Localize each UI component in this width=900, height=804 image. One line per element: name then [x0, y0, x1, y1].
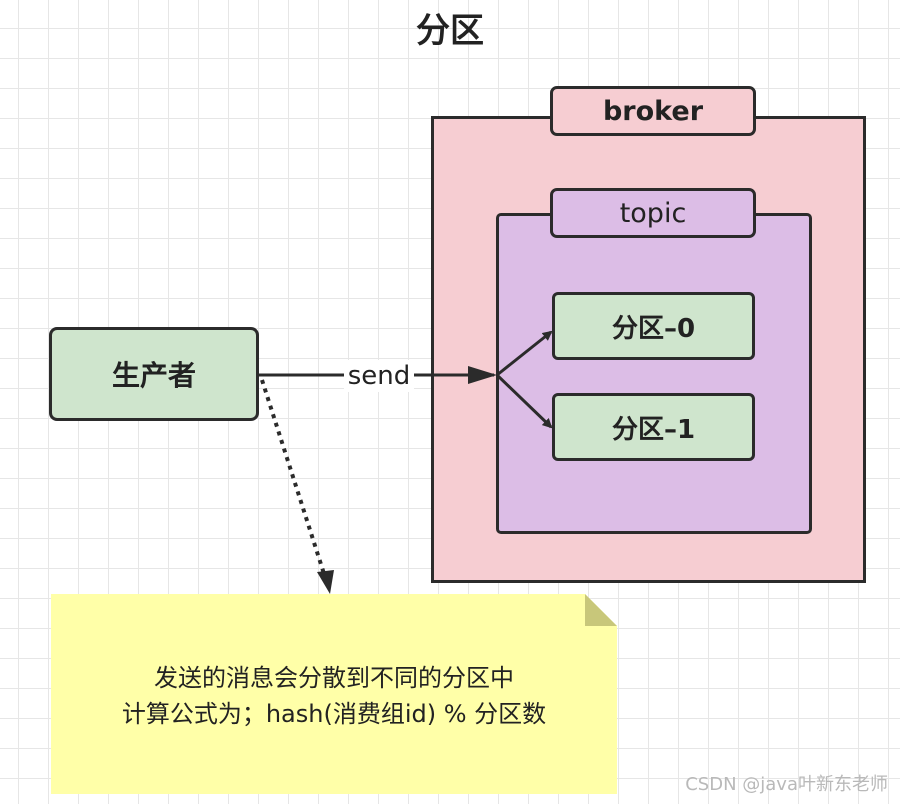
branch-arrow-to-partition-0: [496, 330, 553, 377]
note-link-arrowhead: [317, 570, 334, 594]
sticky-note: [51, 594, 617, 794]
diagram-title: 分区: [416, 11, 484, 51]
note-line-1: 发送的消息会分散到不同的分区中: [154, 664, 514, 692]
watermark: CSDN @java叶新东老师: [685, 774, 888, 795]
producer-node: 生产者: [49, 327, 259, 421]
note-link-dotted: [260, 379, 328, 581]
sticky-note-text: 发送的消息会分散到不同的分区中 计算公式为；hash(消费组id) % 分区数: [51, 660, 617, 732]
branch-arrow-to-partition-1: [495, 373, 553, 429]
topic-label: topic: [550, 188, 756, 238]
partition-1-node: 分区–1: [552, 393, 755, 461]
broker-label: broker: [550, 86, 756, 136]
send-arrowhead: [468, 366, 497, 384]
send-edge-label: send: [344, 360, 414, 392]
note-line-2: 计算公式为；hash(消费组id) % 分区数: [121, 700, 547, 728]
partition-0-node: 分区–0: [552, 292, 755, 360]
topic-container: [496, 213, 812, 534]
